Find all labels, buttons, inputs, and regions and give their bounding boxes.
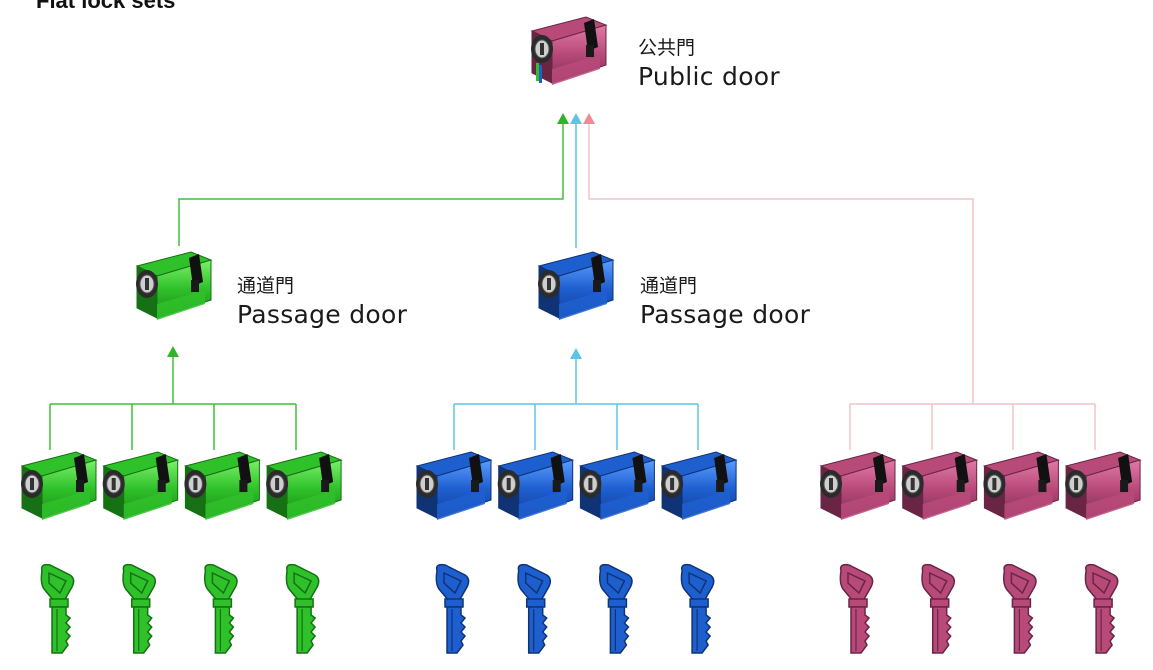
blue-key-icon <box>598 563 633 654</box>
pink-key-icon <box>839 563 874 654</box>
blue-key-icon <box>517 563 552 654</box>
passage-door-label-blue: 通道門 Passage door <box>640 274 810 332</box>
green-group-arrowhead <box>167 346 179 357</box>
green-flat-lock-cylinder <box>20 451 98 520</box>
blue-group-arrowhead <box>570 348 582 359</box>
page-title: Flat lock sets <box>36 0 176 13</box>
passage-door-label-green: 通道門 Passage door <box>237 274 407 332</box>
green-flat-lock-cylinder <box>102 451 180 520</box>
pink-connector <box>588 120 974 404</box>
pink-flat-lock-cylinder <box>982 451 1060 520</box>
passage-door-cylinder-blue <box>537 251 615 320</box>
blue-flat-lock-cylinder <box>578 451 656 520</box>
lock-cylinders <box>20 16 1142 520</box>
pink-arrowhead <box>583 113 595 124</box>
blue-key-icon <box>435 563 470 654</box>
public-door-label-zh: 公共門 <box>638 37 696 59</box>
pink-flat-lock-cylinder <box>1064 451 1142 520</box>
green-flat-lock-cylinder <box>265 451 343 520</box>
pink-group-bracket <box>849 403 1096 450</box>
pink-key-icon <box>1084 563 1119 654</box>
green-key-icon <box>285 563 320 654</box>
green-key-icon <box>203 563 238 654</box>
keys <box>40 563 1119 654</box>
passage-door-label-zh: 通道門 <box>640 275 698 297</box>
blue-arrowhead <box>570 113 582 124</box>
green-key-icon <box>122 563 157 654</box>
pink-flat-lock-cylinder <box>901 451 979 520</box>
pink-key-icon <box>1002 563 1037 654</box>
public-door-label: 公共門 Public door <box>638 36 780 94</box>
connector-lines <box>49 113 1096 450</box>
blue-group-bracket <box>453 356 699 450</box>
green-flat-lock-cylinder <box>183 451 261 520</box>
blue-flat-lock-cylinder <box>660 451 738 520</box>
blue-key-icon <box>680 563 715 654</box>
green-group-bracket <box>49 352 297 450</box>
green-arrowhead <box>557 113 569 124</box>
passage-door-label-en: Passage door <box>640 300 811 329</box>
pink-key-icon <box>921 563 956 654</box>
public-door-label-en: Public door <box>638 62 780 91</box>
green-connector <box>178 120 564 246</box>
green-key-icon <box>40 563 75 654</box>
blue-flat-lock-cylinder <box>415 451 493 520</box>
passage-door-label-en: Passage door <box>237 300 408 329</box>
passage-door-cylinder-green <box>135 251 213 320</box>
passage-door-label-zh: 通道門 <box>237 275 295 297</box>
public-door-cylinder <box>530 16 608 85</box>
blue-flat-lock-cylinder <box>497 451 575 520</box>
pink-flat-lock-cylinder <box>819 451 897 520</box>
